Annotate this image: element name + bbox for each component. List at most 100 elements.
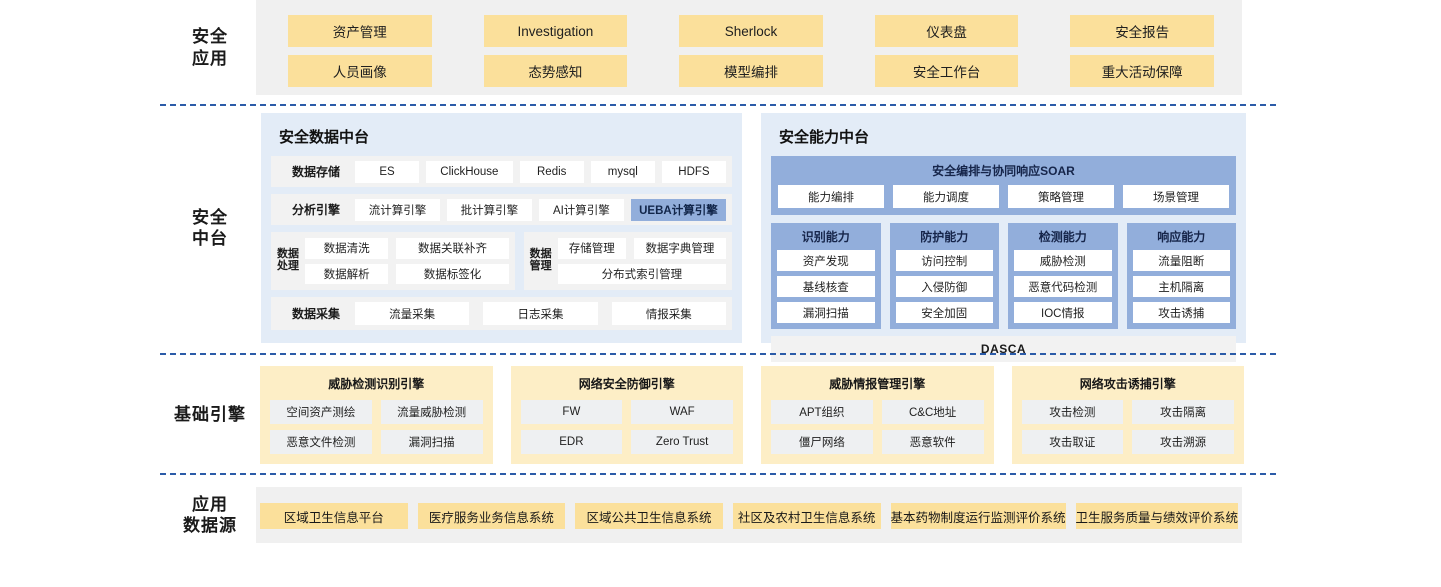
- engine-item-attack-detection[interactable]: 攻击检测: [1021, 400, 1124, 424]
- data-storage-items: ES ClickHouse Redis mysql HDFS: [355, 160, 726, 183]
- security-capability-platform-panel: 安全能力中台 安全编排与协同响应SOAR 能力编排 能力调度 策略管理 场景管理…: [761, 113, 1246, 362]
- engine-card-threat-detection: 威胁检测识别引擎 空间资产测绘 流量威胁检测 恶意文件检测 漏洞扫描: [260, 366, 493, 464]
- engine-item-attack-forensics[interactable]: 攻击取证: [1021, 430, 1124, 454]
- capability-column-identify: 识别能力 资产发现 基线核查 漏洞扫描: [771, 223, 881, 329]
- ds-chip-medical-service-system[interactable]: 医疗服务业务信息系统: [417, 503, 566, 529]
- ds-chip-health-service-quality[interactable]: 卫生服务质量与绩效评价系统: [1075, 503, 1239, 529]
- analysis-engine-items: 流计算引擎 批计算引擎 AI计算引擎 UEBA计算引擎: [355, 198, 726, 221]
- app-chip-model-orchestration[interactable]: 模型编排: [679, 55, 823, 87]
- security-application-chip-grid: 资产管理 Investigation Sherlock 仪表盘 安全报告 人员画…: [288, 15, 1214, 87]
- label-line-2: 应用: [192, 48, 228, 68]
- protect-security-hardening[interactable]: 安全加固: [895, 302, 993, 323]
- divider-engine-to-datasource: [160, 473, 1276, 475]
- row-label-security-application: 安全 应用: [160, 0, 260, 95]
- row-label-foundation-engine: 基础引擎: [160, 366, 260, 464]
- capability-columns: 识别能力 资产发现 基线核查 漏洞扫描 防护能力 访问控制 入侵防御 安全加固 …: [771, 223, 1236, 329]
- ds-chip-regional-health-platform[interactable]: 区域卫生信息平台: [260, 503, 408, 529]
- app-chip-investigation[interactable]: Investigation: [483, 15, 628, 47]
- engine-items-threat-intelligence: APT组织 C&C地址 僵尸网络 恶意软件: [771, 400, 984, 454]
- engine-ueba[interactable]: UEBA计算引擎: [630, 198, 726, 221]
- engine-item-malware[interactable]: 恶意软件: [881, 430, 984, 454]
- label-line-1: 安全: [192, 27, 228, 47]
- engine-item-traffic-threat-detection[interactable]: 流量威胁检测: [380, 400, 483, 424]
- app-chip-personnel-profile[interactable]: 人员画像: [288, 55, 432, 87]
- label-line-1: 基础引擎: [174, 405, 246, 425]
- engine-items-attack-deception: 攻击检测 攻击隔离 攻击取证 攻击溯源: [1021, 400, 1234, 454]
- identify-vuln-scan[interactable]: 漏洞扫描: [777, 302, 875, 323]
- dasca-footer: DASCA: [771, 336, 1236, 362]
- app-chip-situation-awareness[interactable]: 态势感知: [483, 55, 628, 87]
- engine-item-attack-tracing[interactable]: 攻击溯源: [1132, 430, 1234, 454]
- identify-asset-discovery[interactable]: 资产发现: [777, 250, 875, 271]
- app-chip-sherlock[interactable]: Sherlock: [679, 15, 823, 47]
- engine-ai[interactable]: AI计算引擎: [538, 198, 624, 221]
- storage-mysql[interactable]: mysql: [590, 160, 655, 183]
- management-distributed-index[interactable]: 分布式索引管理: [557, 263, 726, 284]
- collection-log[interactable]: 日志采集: [483, 302, 598, 325]
- protect-access-control[interactable]: 访问控制: [895, 250, 993, 271]
- protect-title: 防护能力: [920, 230, 969, 244]
- engine-item-vuln-scan[interactable]: 漏洞扫描: [380, 430, 483, 454]
- soar-block: 安全编排与协同响应SOAR 能力编排 能力调度 策略管理 场景管理: [771, 156, 1236, 215]
- row-label-application-data-source: 应用 数据源: [160, 487, 260, 543]
- data-management-items: 存储管理 数据字典管理 分布式索引管理: [557, 238, 726, 284]
- engine-item-botnet[interactable]: 僵尸网络: [771, 430, 873, 454]
- processing-data-parsing[interactable]: 数据解析: [305, 263, 389, 284]
- app-chip-asset-management[interactable]: 资产管理: [288, 15, 432, 47]
- engine-title-threat-intelligence: 威胁情报管理引擎: [829, 377, 926, 391]
- processing-data-enrichment[interactable]: 数据关联补齐: [396, 238, 509, 259]
- detect-threat-detection[interactable]: 威胁检测: [1014, 250, 1112, 271]
- respond-host-isolation[interactable]: 主机隔离: [1132, 276, 1230, 297]
- collection-traffic[interactable]: 流量采集: [355, 302, 470, 325]
- storage-redis[interactable]: Redis: [519, 160, 584, 183]
- app-chip-major-event-safeguard[interactable]: 重大活动保障: [1070, 55, 1214, 87]
- management-dictionary[interactable]: 数据字典管理: [633, 238, 726, 259]
- storage-clickhouse[interactable]: ClickHouse: [426, 160, 513, 183]
- engine-item-waf[interactable]: WAF: [631, 400, 733, 424]
- data-storage-strip: 数据存储 ES ClickHouse Redis mysql HDFS: [271, 156, 732, 187]
- data-processing-block: 数据处理 数据清洗 数据关联补齐 数据解析 数据标签化: [271, 232, 515, 290]
- app-chip-dashboard[interactable]: 仪表盘: [874, 15, 1019, 47]
- engine-item-apt-group[interactable]: APT组织: [771, 400, 873, 424]
- respond-traffic-blocking[interactable]: 流量阻断: [1132, 250, 1230, 271]
- engine-card-attack-deception: 网络攻击诱捕引擎 攻击检测 攻击隔离 攻击取证 攻击溯源: [1011, 366, 1244, 464]
- security-capability-platform-title: 安全能力中台: [779, 129, 870, 146]
- divider-application-to-middle: [160, 104, 1276, 106]
- processing-data-cleaning[interactable]: 数据清洗: [305, 238, 389, 259]
- data-processing-items: 数据清洗 数据关联补齐 数据解析 数据标签化: [305, 238, 509, 284]
- data-processing-management-row: 数据处理 数据清洗 数据关联补齐 数据解析 数据标签化 数据管理 存储管理 数据…: [271, 232, 732, 290]
- soar-capability-orchestration[interactable]: 能力编排: [778, 185, 884, 208]
- app-chip-security-workbench[interactable]: 安全工作台: [874, 55, 1019, 87]
- engine-item-cc-address[interactable]: C&C地址: [881, 400, 984, 424]
- identify-baseline-check[interactable]: 基线核查: [777, 276, 875, 297]
- engine-item-fw[interactable]: FW: [520, 400, 623, 424]
- protect-intrusion-defense[interactable]: 入侵防御: [895, 276, 993, 297]
- storage-hdfs[interactable]: HDFS: [661, 160, 726, 183]
- engine-item-cyberspace-mapping[interactable]: 空间资产测绘: [270, 400, 372, 424]
- collection-intelligence[interactable]: 情报采集: [611, 302, 726, 325]
- engine-item-edr[interactable]: EDR: [520, 430, 623, 454]
- storage-es[interactable]: ES: [355, 160, 420, 183]
- soar-capability-scheduling[interactable]: 能力调度: [893, 185, 999, 208]
- engine-item-zero-trust[interactable]: Zero Trust: [631, 430, 733, 454]
- app-chip-security-report[interactable]: 安全报告: [1070, 15, 1214, 47]
- soar-scenario-management[interactable]: 场景管理: [1123, 185, 1229, 208]
- engine-item-malicious-file-detection[interactable]: 恶意文件检测: [270, 430, 372, 454]
- respond-attack-deception[interactable]: 攻击诱捕: [1132, 302, 1230, 323]
- capability-column-protect: 防护能力 访问控制 入侵防御 安全加固: [889, 223, 999, 329]
- respond-title: 响应能力: [1157, 230, 1206, 244]
- detect-malicious-code[interactable]: 恶意代码检测: [1014, 276, 1112, 297]
- management-storage[interactable]: 存储管理: [557, 238, 626, 259]
- ds-chip-regional-public-health-system[interactable]: 区域公共卫生信息系统: [575, 503, 723, 529]
- processing-data-tagging[interactable]: 数据标签化: [396, 263, 509, 284]
- ds-chip-community-rural-health-system[interactable]: 社区及农村卫生信息系统: [732, 503, 881, 529]
- label-line-2: 数据源: [183, 516, 237, 535]
- engine-stream[interactable]: 流计算引擎: [355, 198, 440, 221]
- data-collection-key: 数据采集: [291, 307, 340, 321]
- ds-chip-essential-drug-monitoring[interactable]: 基本药物制度运行监测评价系统: [890, 503, 1066, 529]
- engine-item-attack-isolation[interactable]: 攻击隔离: [1132, 400, 1234, 424]
- soar-policy-management[interactable]: 策略管理: [1008, 185, 1114, 208]
- engine-batch[interactable]: 批计算引擎: [446, 198, 532, 221]
- detect-title: 检测能力: [1038, 230, 1087, 244]
- detect-ioc-intelligence[interactable]: IOC情报: [1014, 302, 1112, 323]
